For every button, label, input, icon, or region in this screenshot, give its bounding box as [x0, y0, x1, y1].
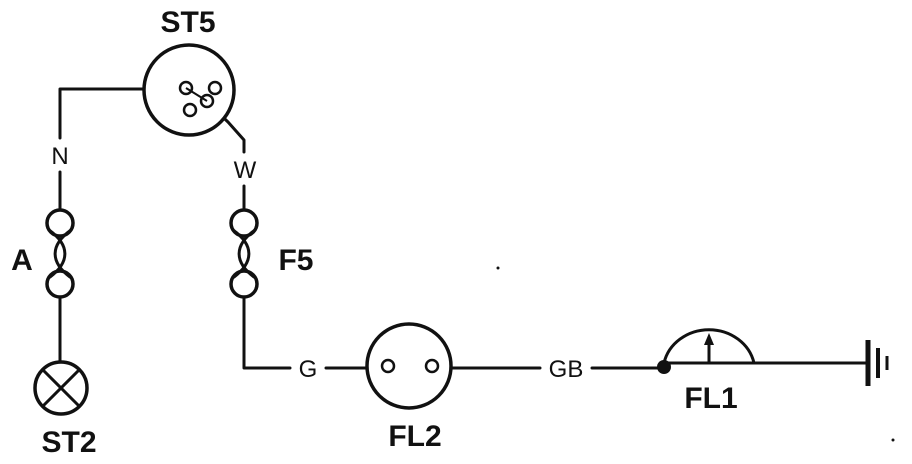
- wire-gb-label: GB: [549, 356, 584, 383]
- fl1-contact-arrow: [704, 333, 714, 345]
- st2-lamp: [33, 360, 89, 416]
- speck-dot: [496, 266, 500, 270]
- st5-internal-link: [185, 87, 208, 102]
- wire-g-label: G: [299, 356, 318, 383]
- fuse-a: [45, 208, 75, 299]
- st2-label: ST2: [41, 426, 96, 459]
- fuse-f5: [229, 208, 259, 299]
- wire-g-left: [242, 295, 292, 370]
- fl1-label: FL1: [684, 382, 737, 415]
- wire-n-label: N: [51, 143, 68, 170]
- fuse-a-bottom-terminal: [45, 269, 75, 299]
- fl2-pin-right: [424, 358, 440, 374]
- fl2-label: FL2: [388, 420, 441, 453]
- fuse-f5-top-terminal: [229, 208, 259, 238]
- wire-w-label: W: [234, 157, 257, 184]
- fuse-a-top-terminal: [45, 208, 75, 238]
- fl2-pin-left: [380, 358, 396, 374]
- st2-lamp-cross-2: [41, 368, 81, 408]
- fuse-f5-bottom-terminal: [229, 269, 259, 299]
- fl2-connector: [365, 322, 453, 410]
- st5-pin-2: [207, 80, 223, 96]
- st5-pin-3: [182, 102, 198, 118]
- fl1-junction-dot: [657, 360, 671, 374]
- fuse-a-label: A: [11, 244, 33, 277]
- fl2-body: [365, 322, 453, 410]
- fl1-arc: [662, 328, 756, 365]
- fuse-a-element: [47, 228, 73, 279]
- fuse-f5-label: F5: [278, 244, 313, 277]
- speck-dot: [891, 438, 895, 442]
- labels: ST5 ST2 A F5 FL2 FL1 N W G GB: [11, 6, 738, 459]
- fl1-component: [657, 328, 756, 374]
- st5-connector: [142, 43, 236, 137]
- fuse-f5-element: [231, 228, 257, 279]
- st5-label: ST5: [160, 6, 215, 39]
- ground-icon: [865, 340, 889, 386]
